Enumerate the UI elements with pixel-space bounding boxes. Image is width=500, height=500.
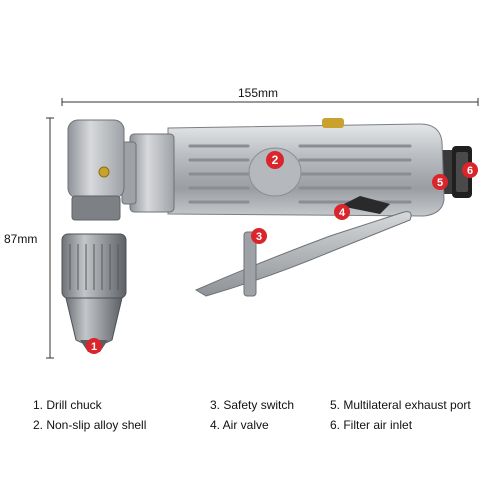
drill-chuck <box>61 233 127 352</box>
callout-number: 6 <box>467 165 473 177</box>
legend-item-safety-switch: 3. Safety switch <box>210 398 295 412</box>
legend-item-drill-chuck: 1. Drill chuck <box>33 398 102 412</box>
callout-number: 3 <box>256 231 262 243</box>
height-dimension-line <box>46 117 54 359</box>
height-dimension-label: 87mm <box>4 232 38 246</box>
alloy-shell <box>167 118 445 217</box>
trigger-lever <box>194 196 412 297</box>
callout-badge-1: 1 <box>86 338 102 354</box>
callout-number: 5 <box>437 177 443 189</box>
angle-head <box>67 119 125 221</box>
neck-nut <box>121 133 175 213</box>
width-dimension-label: 155mm <box>238 86 279 100</box>
width-dimension-line <box>61 98 479 106</box>
callout-number: 2 <box>272 153 279 167</box>
callout-badge-4: 4 <box>334 204 350 220</box>
legend-item-alloy-shell: 2. Non-slip alloy shell <box>33 418 147 432</box>
callout-badge-3: 3 <box>251 228 267 244</box>
callout-badge-2: 2 <box>266 151 284 169</box>
callout-number: 4 <box>339 207 346 219</box>
exhaust-port <box>440 146 472 198</box>
legend-item-exhaust-port: 5. Multilateral exhaust port <box>330 398 471 412</box>
callout-number: 1 <box>91 341 97 353</box>
callout-badge-5: 5 <box>432 174 448 190</box>
legend-item-air-valve: 4. Air valve <box>210 418 269 432</box>
legend-item-filter-inlet: 6. Filter air inlet <box>330 418 413 432</box>
callout-badge-6: 6 <box>462 162 478 178</box>
